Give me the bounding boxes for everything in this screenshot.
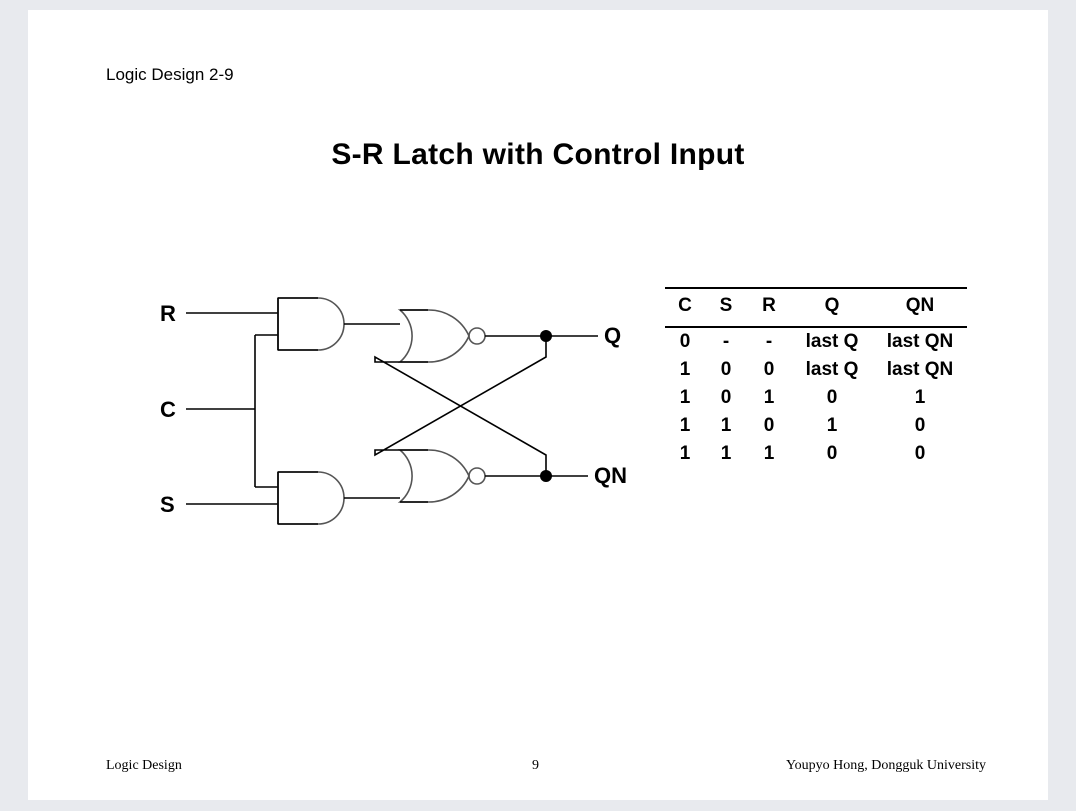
cell-r: 1 xyxy=(763,386,775,408)
table-row: 1 0 1 0 1 xyxy=(665,384,967,412)
truth-table-header: C S R Q QN xyxy=(665,288,967,327)
nor-gate-bottom-bubble xyxy=(468,467,486,485)
signal-label-s: S xyxy=(160,492,175,517)
slide-page: Logic Design 2-9 S-R Latch with Control … xyxy=(28,10,1048,800)
nor-gate-top-edges xyxy=(400,309,428,363)
cell-s: - xyxy=(722,331,730,352)
and-gate-top-box xyxy=(277,297,318,351)
table-row: 1 1 1 0 0 xyxy=(665,440,967,468)
cell-r: 0 xyxy=(763,414,775,436)
cell-r: - xyxy=(765,331,773,352)
signal-label-q: Q xyxy=(604,323,622,348)
and-gate-bottom xyxy=(277,471,345,525)
and-gate-top xyxy=(277,297,345,351)
signal-label-c: C xyxy=(160,397,176,422)
cell-qn: 0 xyxy=(914,442,926,464)
cell-q: 1 xyxy=(826,414,838,436)
cell-c: 1 xyxy=(679,414,691,436)
nor-gate-top xyxy=(397,309,470,363)
footer-author: Youpyo Hong, Dongguk University xyxy=(785,758,986,773)
truth-table-element: C S R Q QN 0 - - last Q last QN xyxy=(665,287,967,468)
cell-s: 1 xyxy=(720,414,732,436)
cell-c: 1 xyxy=(679,386,691,408)
circuit-svg xyxy=(186,297,598,525)
and-gate-bottom-box xyxy=(277,471,318,525)
signal-label-r: R xyxy=(160,301,176,326)
cell-r: 0 xyxy=(763,358,775,380)
cell-s: 0 xyxy=(720,386,732,408)
nor-gate-top-bubble xyxy=(468,327,486,345)
column-header-s: S xyxy=(719,295,733,316)
footer-course-label: Logic Design xyxy=(106,758,182,773)
cell-s: 0 xyxy=(720,358,732,380)
circuit-diagram: R C S Q QN xyxy=(128,275,648,535)
signal-label-qn: QN xyxy=(594,463,627,488)
cell-c: 0 xyxy=(679,331,691,352)
cell-q: 0 xyxy=(826,386,838,408)
cell-r: 1 xyxy=(763,442,775,464)
column-header-c: C xyxy=(678,295,692,316)
page-title: S-R Latch with Control Input xyxy=(331,138,745,171)
cell-qn: 1 xyxy=(914,386,926,408)
cell-c: 1 xyxy=(679,358,691,380)
table-row: 1 1 0 1 0 xyxy=(665,412,967,440)
cell-q: last Q xyxy=(805,358,859,380)
column-header-r: R xyxy=(762,295,776,316)
truth-table-header-row: C S R Q QN xyxy=(665,288,967,327)
wire-crosscouple-q-to-nor-bottom xyxy=(374,336,547,457)
table-row: 1 0 0 last Q last QN xyxy=(665,356,967,384)
footer: Logic Design 9 Youpyo Hong, Dongguk Univ… xyxy=(106,758,986,780)
nor-gate-bottom-edges xyxy=(400,449,428,503)
cell-c: 1 xyxy=(679,442,691,464)
column-header-q: Q xyxy=(824,295,840,316)
cell-qn: last QN xyxy=(886,358,954,380)
truth-table-body: 0 - - last Q last QN 1 0 0 last Q last Q… xyxy=(665,327,967,468)
truth-table: C S R Q QN 0 - - last Q last QN xyxy=(665,287,967,468)
cell-qn: last QN xyxy=(886,331,954,352)
table-row: 0 - - last Q last QN xyxy=(665,327,967,356)
cell-qn: 0 xyxy=(914,414,926,436)
header-label: Logic Design 2-9 xyxy=(106,65,234,84)
column-header-qn: QN xyxy=(905,295,935,316)
cell-q: last Q xyxy=(805,331,859,352)
footer-page-number: 9 xyxy=(532,758,539,773)
cell-s: 1 xyxy=(720,442,732,464)
nor-gate-bottom xyxy=(397,449,470,503)
cell-q: 0 xyxy=(826,442,838,464)
wire-crosscouple-qn-to-nor-top xyxy=(374,355,547,476)
